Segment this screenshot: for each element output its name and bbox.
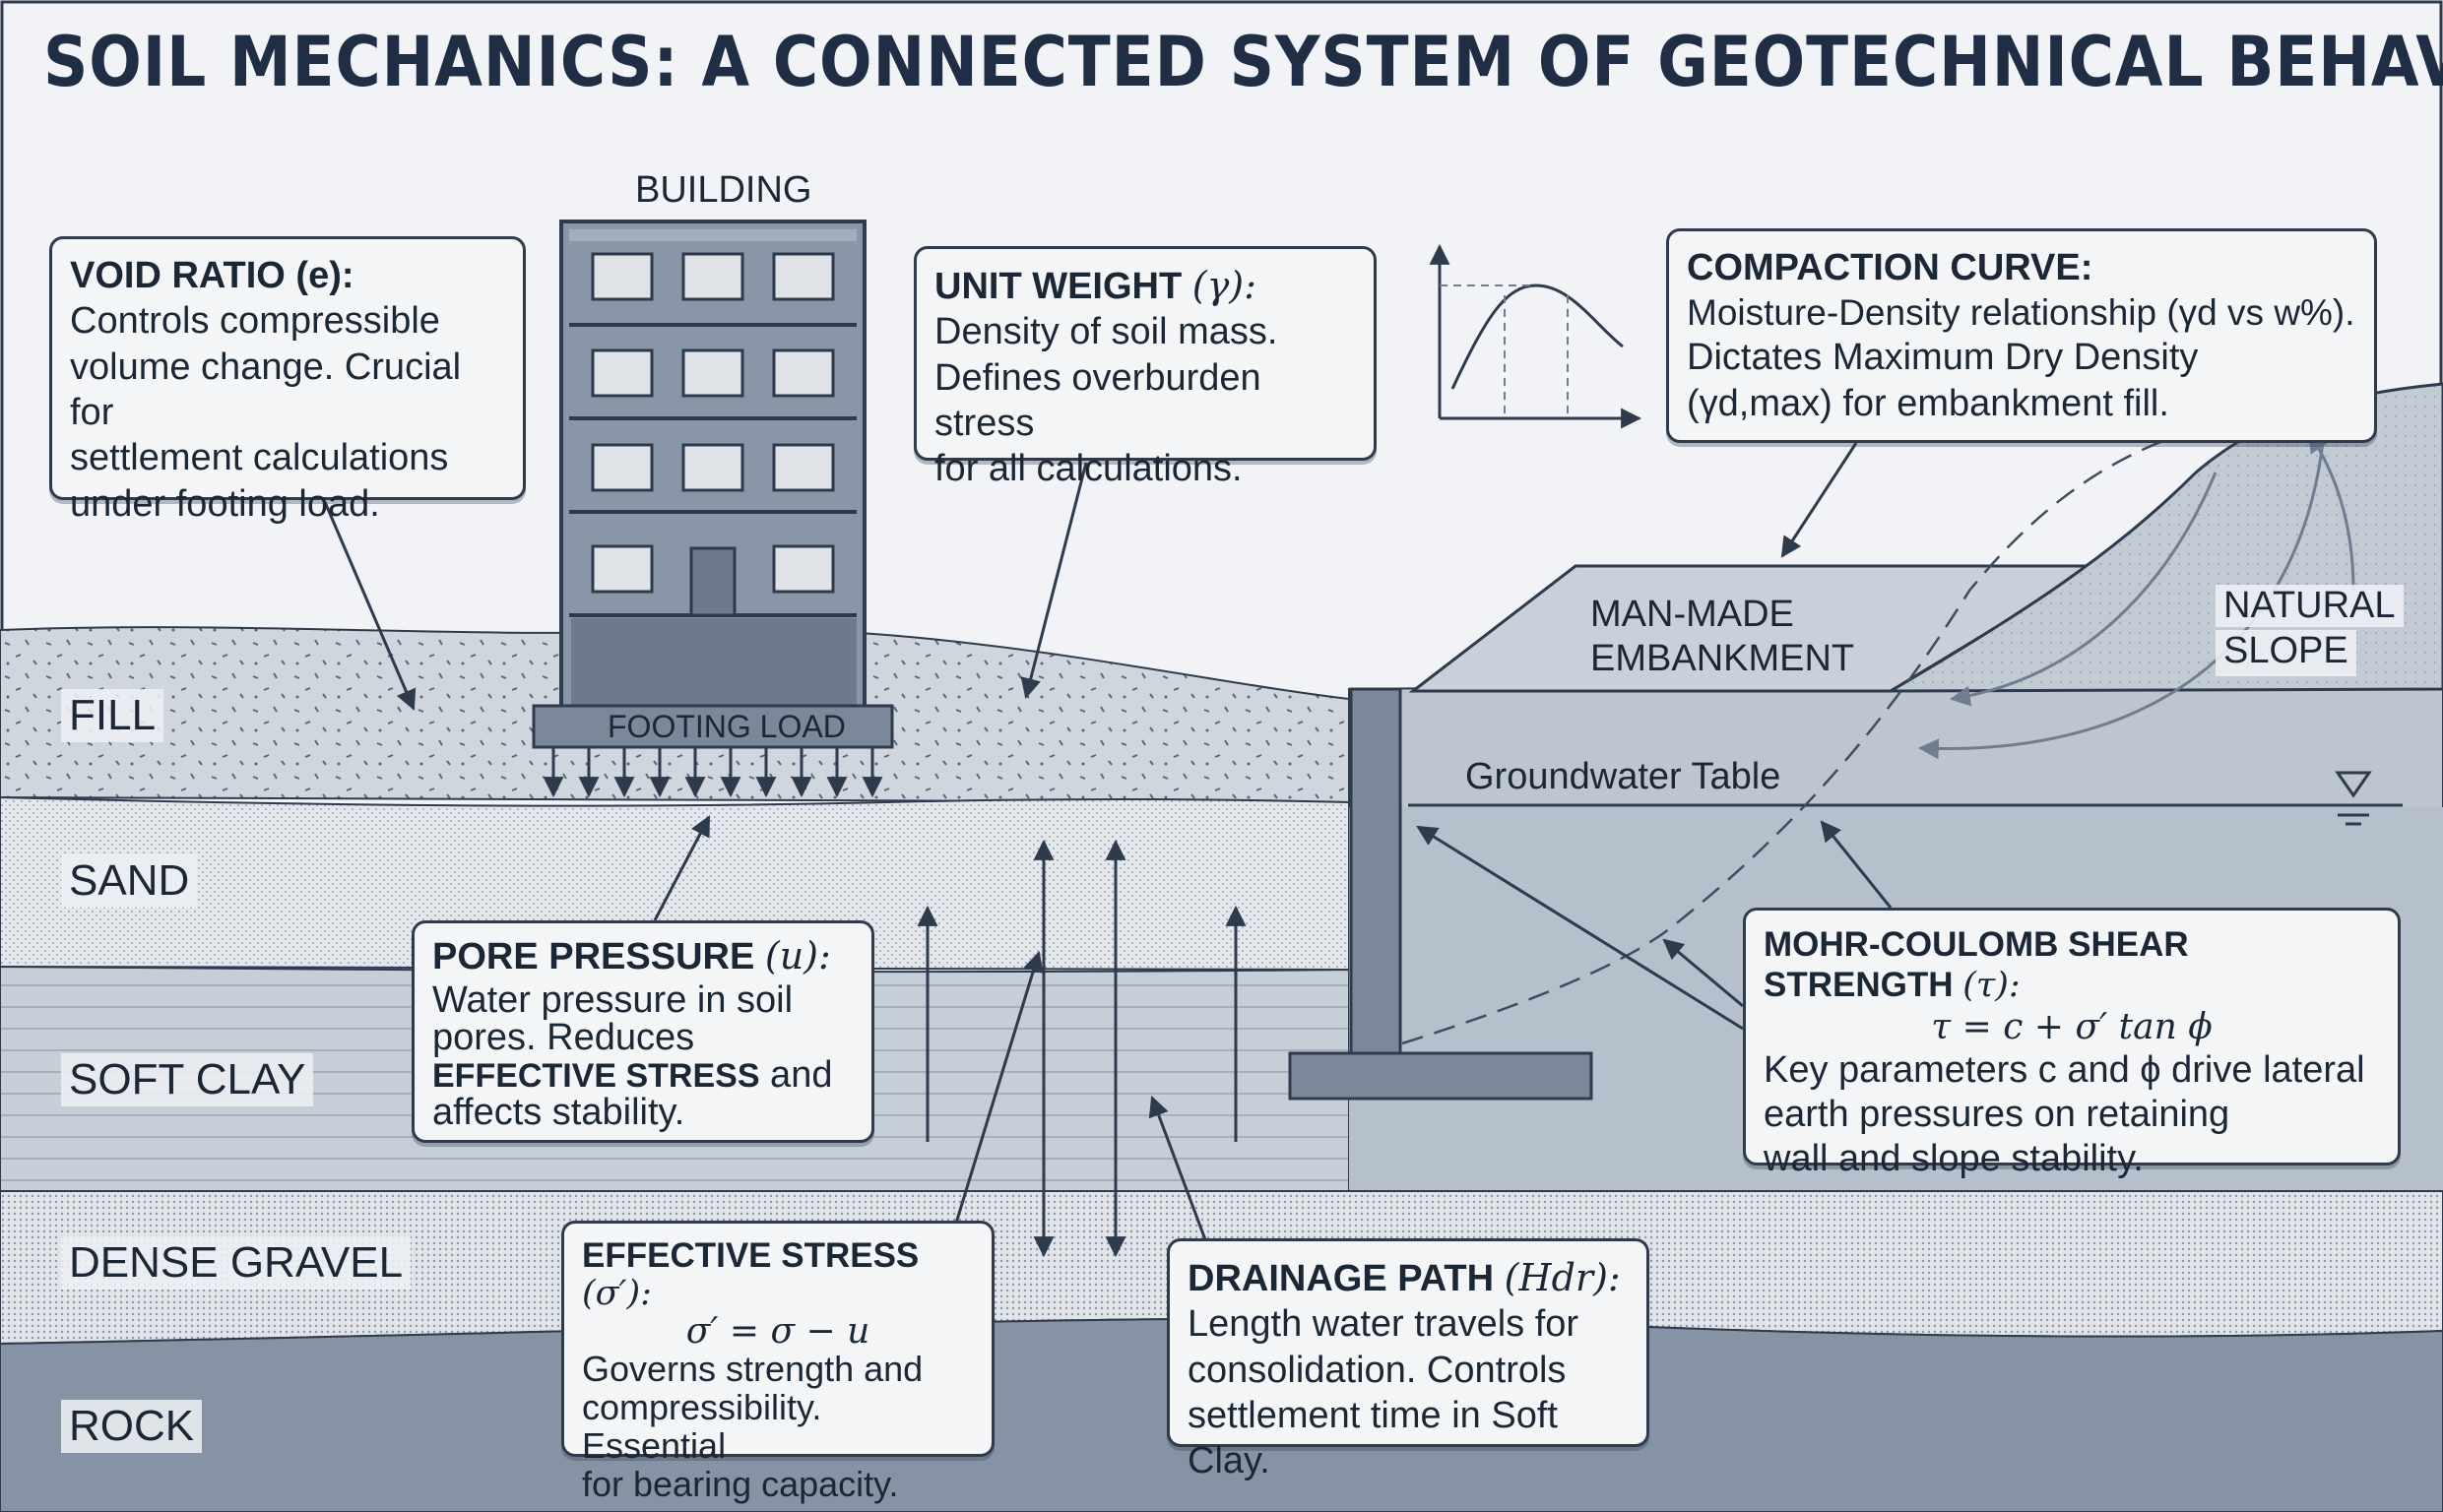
callout-drainage-path: DRAINAGE PATH (Hdr): Length water travel… <box>1167 1238 1649 1481</box>
callout-effective-stress-heading: EFFECTIVE STRESS (σ′): <box>582 1236 920 1313</box>
callout-effective-stress: EFFECTIVE STRESS (σ′): σ′ = σ − u Govern… <box>561 1221 995 1503</box>
groundwater-table-label: Groundwater Table <box>1465 756 1781 797</box>
callout-compaction-line: Dictates Maximum Dry Density <box>1687 337 2199 379</box>
callout-void-ratio-line: settlement calculations <box>70 437 449 479</box>
layer-label-fill: FILL <box>61 689 164 742</box>
callout-connectors <box>323 442 1893 1243</box>
callout-drainage-line: Length water travels for <box>1188 1303 1579 1346</box>
callout-pore-pressure-line: pores. Reduces <box>432 1017 695 1058</box>
natural-slope-label-line1: NATURAL <box>2216 585 2404 627</box>
callout-void-ratio-line: Controls compressible <box>70 300 440 343</box>
callout-compaction-line: Moisture-Density relationship (γd vs w%)… <box>1687 292 2355 334</box>
callout-void-ratio-heading: VOID RATIO (e): <box>70 255 354 296</box>
sigma-prime-symbol: (σ′): <box>582 1273 652 1313</box>
effective-stress-equation: σ′ = σ − u <box>685 1310 870 1352</box>
callout-compaction-line: (γd,max) for embankment fill. <box>1687 382 2169 424</box>
footing-load-arrows <box>543 748 883 798</box>
callout-effective-stress-line: compressibility. Essential <box>582 1387 822 1467</box>
callout-pore-pressure: PORE PRESSURE (u): Water pressure in soi… <box>412 920 874 1143</box>
callout-drainage-line: settlement time in Soft Clay. <box>1188 1395 1558 1482</box>
effective-stress-emphasis: EFFECTIVE STRESS <box>432 1057 760 1095</box>
callout-unit-weight-heading: UNIT WEIGHT (γ): <box>934 264 1256 307</box>
embankment-label-line1: MAN-MADE <box>1590 594 1794 635</box>
callout-mohr-coulomb: MOHR-COULOMB SHEAR STRENGTH (τ): τ = c +… <box>1743 908 2401 1179</box>
building-door <box>689 546 737 617</box>
layer-label-rock: ROCK <box>61 1400 203 1453</box>
water-table-icon <box>2335 771 2372 798</box>
building <box>559 220 867 711</box>
mohr-coulomb-equation: τ = c + σ′ tan ϕ <box>1931 1006 2213 1047</box>
callout-drainage-heading: DRAINAGE PATH (Hdr): <box>1188 1256 1621 1299</box>
layer-label-soft-clay: SOFT CLAY <box>61 1053 314 1106</box>
callout-compaction-curve: COMPACTION CURVE: Moisture-Density relat… <box>1666 228 2377 443</box>
callout-effective-stress-line: Governs strength and <box>582 1349 924 1390</box>
slip-surface-line <box>1401 411 2266 1045</box>
tau-symbol: (τ): <box>1962 966 2021 1006</box>
hdr-symbol: (Hdr): <box>1504 1256 1621 1299</box>
callout-pore-pressure-line: affects stability. <box>432 1092 685 1133</box>
u-symbol: (u): <box>764 934 831 977</box>
diagram-title: SOIL MECHANICS: A CONNECTED SYSTEM OF GE… <box>43 22 2443 102</box>
footing <box>532 704 894 749</box>
callout-compaction-heading: COMPACTION CURVE: <box>1687 247 2093 288</box>
callout-void-ratio: VOID RATIO (e): Controls compressible vo… <box>49 236 526 525</box>
embankment-label-line2: EMBANKMENT <box>1590 638 1855 679</box>
slope-seepage-arrows <box>1917 431 2355 760</box>
callout-mohr-coulomb-line: Key parameters c and ϕ drive lateral <box>1764 1049 2365 1092</box>
callout-unit-weight: UNIT WEIGHT (γ): Density of soil mass. D… <box>914 246 1377 489</box>
callout-void-ratio-line: under footing load. <box>70 482 380 525</box>
callout-void-ratio-line: volume change. Crucial for <box>70 346 462 434</box>
callout-mohr-coulomb-heading: MOHR-COULOMB SHEAR STRENGTH (τ): <box>1764 925 2189 1006</box>
callout-mohr-coulomb-line: earth pressures on retaining <box>1764 1093 2230 1135</box>
callout-mohr-coulomb-line: wall and slope stability. <box>1764 1137 2144 1179</box>
natural-slope-label-line2: SLOPE <box>2216 630 2356 676</box>
callout-unit-weight-line: Density of soil mass. <box>934 311 1278 353</box>
retaining-wall <box>1288 687 1593 1101</box>
footing-load-label: FOOTING LOAD <box>608 709 846 744</box>
callout-effective-stress-line: for bearing capacity. <box>582 1464 899 1505</box>
pore-pressure-arrows <box>917 839 1247 1258</box>
callout-pore-pressure-line: EFFECTIVE STRESS and <box>432 1054 833 1096</box>
compaction-curve-graph <box>1429 243 1642 429</box>
layer-label-sand: SAND <box>61 854 198 908</box>
callout-unit-weight-line: for all calculations. <box>934 448 1243 490</box>
building-label: BUILDING <box>635 169 812 211</box>
callout-drainage-line: consolidation. Controls <box>1188 1349 1567 1391</box>
gamma-symbol: (γ): <box>1191 264 1256 307</box>
callout-unit-weight-line: Defines overburden stress <box>934 356 1261 445</box>
callout-pore-pressure-line: Water pressure in soil <box>432 979 794 1021</box>
callout-pore-pressure-heading: PORE PRESSURE (u): <box>432 934 831 977</box>
layer-label-dense-gravel: DENSE GRAVEL <box>61 1236 412 1290</box>
